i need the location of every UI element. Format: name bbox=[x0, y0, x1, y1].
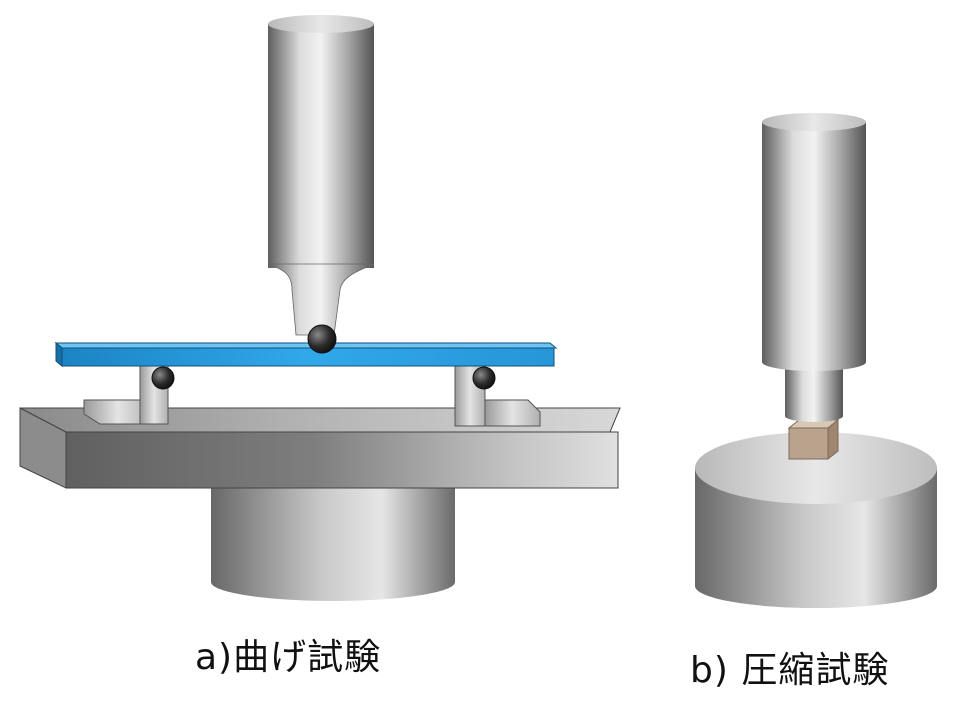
compression-specimen-block bbox=[787, 418, 840, 461]
compression-loading-ram bbox=[762, 113, 866, 371]
caption-bending-test: a)曲げ試験 bbox=[195, 637, 382, 678]
compression-lower-platen bbox=[695, 432, 937, 608]
left-support-roller bbox=[151, 366, 175, 390]
right-support-roller bbox=[472, 366, 496, 390]
bending-loading-ram bbox=[267, 15, 375, 336]
bending-test-apparatus bbox=[19, 15, 621, 601]
loading-nose-roller bbox=[307, 324, 337, 354]
caption-compression-test: b) 圧縮試験 bbox=[690, 650, 890, 691]
compression-test-apparatus bbox=[695, 113, 937, 608]
bending-specimen-beam bbox=[54, 341, 558, 368]
right-support-block bbox=[454, 365, 541, 427]
bending-base-cylinder bbox=[211, 470, 455, 601]
